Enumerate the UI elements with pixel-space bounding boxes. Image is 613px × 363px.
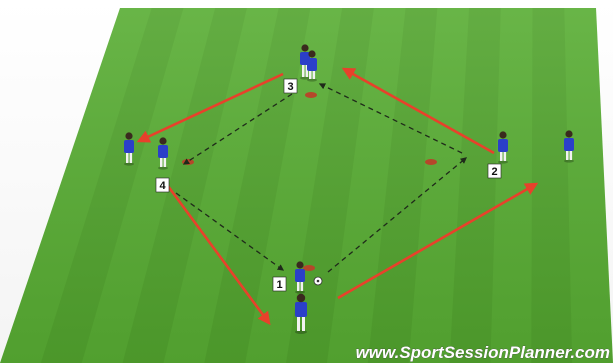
player-bottom-front — [295, 293, 307, 334]
pass-line-1-to-2 — [327, 157, 468, 273]
marker-3: 3 — [283, 78, 298, 94]
cone-top — [305, 92, 317, 98]
cone-left — [182, 159, 194, 165]
marker-3-label: 3 — [287, 81, 293, 93]
marker-1: 1 — [272, 276, 287, 292]
marker-4: 4 — [155, 177, 170, 193]
run-arrows — [136, 67, 539, 326]
cone-right — [425, 159, 437, 165]
marker-2: 2 — [487, 163, 502, 179]
player-right-back — [564, 130, 574, 163]
players — [124, 44, 574, 334]
player-left-back — [124, 132, 134, 166]
pass-line-4-to-1 — [175, 192, 285, 271]
player-bottom-back — [295, 261, 305, 294]
player-right-front — [498, 131, 508, 164]
cone-bottom — [303, 265, 315, 271]
ball — [313, 276, 323, 286]
player-top-front — [307, 50, 317, 82]
marker-1-label: 1 — [276, 279, 282, 291]
pass-lines — [175, 83, 468, 273]
watermark: www.SportSessionPlanner.com — [356, 343, 610, 362]
run-arrow-2-to-3 — [341, 67, 495, 155]
run-arrow-4-to-1 — [163, 181, 271, 326]
run-arrow-3-to-4 — [136, 72, 284, 143]
run-arrow-1-to-2 — [337, 182, 539, 300]
player-left-front — [158, 137, 168, 170]
pitch — [0, 8, 613, 363]
pass-line-3-to-4 — [182, 93, 293, 165]
marker-2-label: 2 — [491, 166, 497, 178]
marker-4-label: 4 — [159, 180, 166, 192]
